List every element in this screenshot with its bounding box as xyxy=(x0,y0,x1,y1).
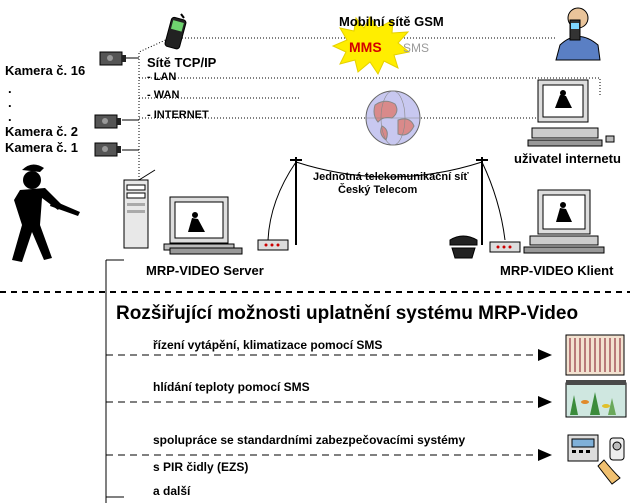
camera-16-label: Kamera č. 16 xyxy=(5,63,86,78)
phone-user-icon xyxy=(555,7,601,61)
pir-sensor-icon xyxy=(567,434,625,485)
extension-item-pir-sensors: s PIR čidly (EZS) xyxy=(153,460,249,474)
option-arrow-3 xyxy=(106,449,552,461)
server-monitor-icon xyxy=(163,196,243,255)
telecom-line1: Jednotná telekomunikační síť xyxy=(313,171,469,183)
extension-item-security-systems: spolupráce se standardními zabezpečovací… xyxy=(153,433,466,447)
internet-user-computer-icon xyxy=(527,79,615,147)
camera-1-label: Kamera č. 1 xyxy=(5,140,78,155)
server-tower-icon xyxy=(123,179,149,249)
camera-1-icon xyxy=(94,142,121,157)
client-computer-icon xyxy=(523,189,605,254)
camera-2-icon xyxy=(94,114,121,129)
mobile-phone-icon xyxy=(164,13,187,50)
server-label: MRP-VIDEO Server xyxy=(146,263,264,278)
wan-label: - WAN xyxy=(147,89,180,101)
tcpip-title: Sítě TCP/IP xyxy=(147,55,217,70)
mms-starburst xyxy=(331,16,411,76)
camera-ellipsis-dot: . xyxy=(8,109,12,124)
telephone-icon xyxy=(449,235,478,259)
telecom-poles xyxy=(267,157,506,245)
client-label: MRP-VIDEO Klient xyxy=(500,263,614,278)
intruder-silhouette-icon xyxy=(12,164,80,262)
globe-icon xyxy=(365,90,421,146)
client-modem-icon xyxy=(489,241,521,253)
camera-16-icon xyxy=(99,51,126,66)
extensions-heading: Rozšiřující možnosti uplatnění systému M… xyxy=(116,303,579,324)
lan-label: - LAN xyxy=(147,71,177,83)
sms-label: SMS xyxy=(403,41,430,55)
telecom-line2: Český Telecom xyxy=(338,184,418,196)
option-arrow-1 xyxy=(106,349,552,361)
internet-label: - INTERNET xyxy=(147,109,209,121)
extension-item-heating: řízení vytápění, klimatizace pomocí SMS xyxy=(153,338,383,352)
aquarium-icon xyxy=(565,380,627,418)
option-arrow-2 xyxy=(106,396,552,408)
camera-ellipsis-dot: . xyxy=(8,81,12,96)
camera-ellipsis-dot: . xyxy=(8,95,12,110)
camera-2-label: Kamera č. 2 xyxy=(5,124,78,139)
extension-item-more: a další xyxy=(153,484,191,498)
gsm-title: Mobilní sítě GSM xyxy=(339,14,444,29)
radiator-icon xyxy=(565,334,625,376)
server-modem-icon xyxy=(257,239,289,251)
extension-item-temperature: hlídání teploty pomocí SMS xyxy=(153,380,310,394)
mms-label: MMS xyxy=(349,39,382,55)
internet-user-label: uživatel internetu xyxy=(514,151,621,166)
